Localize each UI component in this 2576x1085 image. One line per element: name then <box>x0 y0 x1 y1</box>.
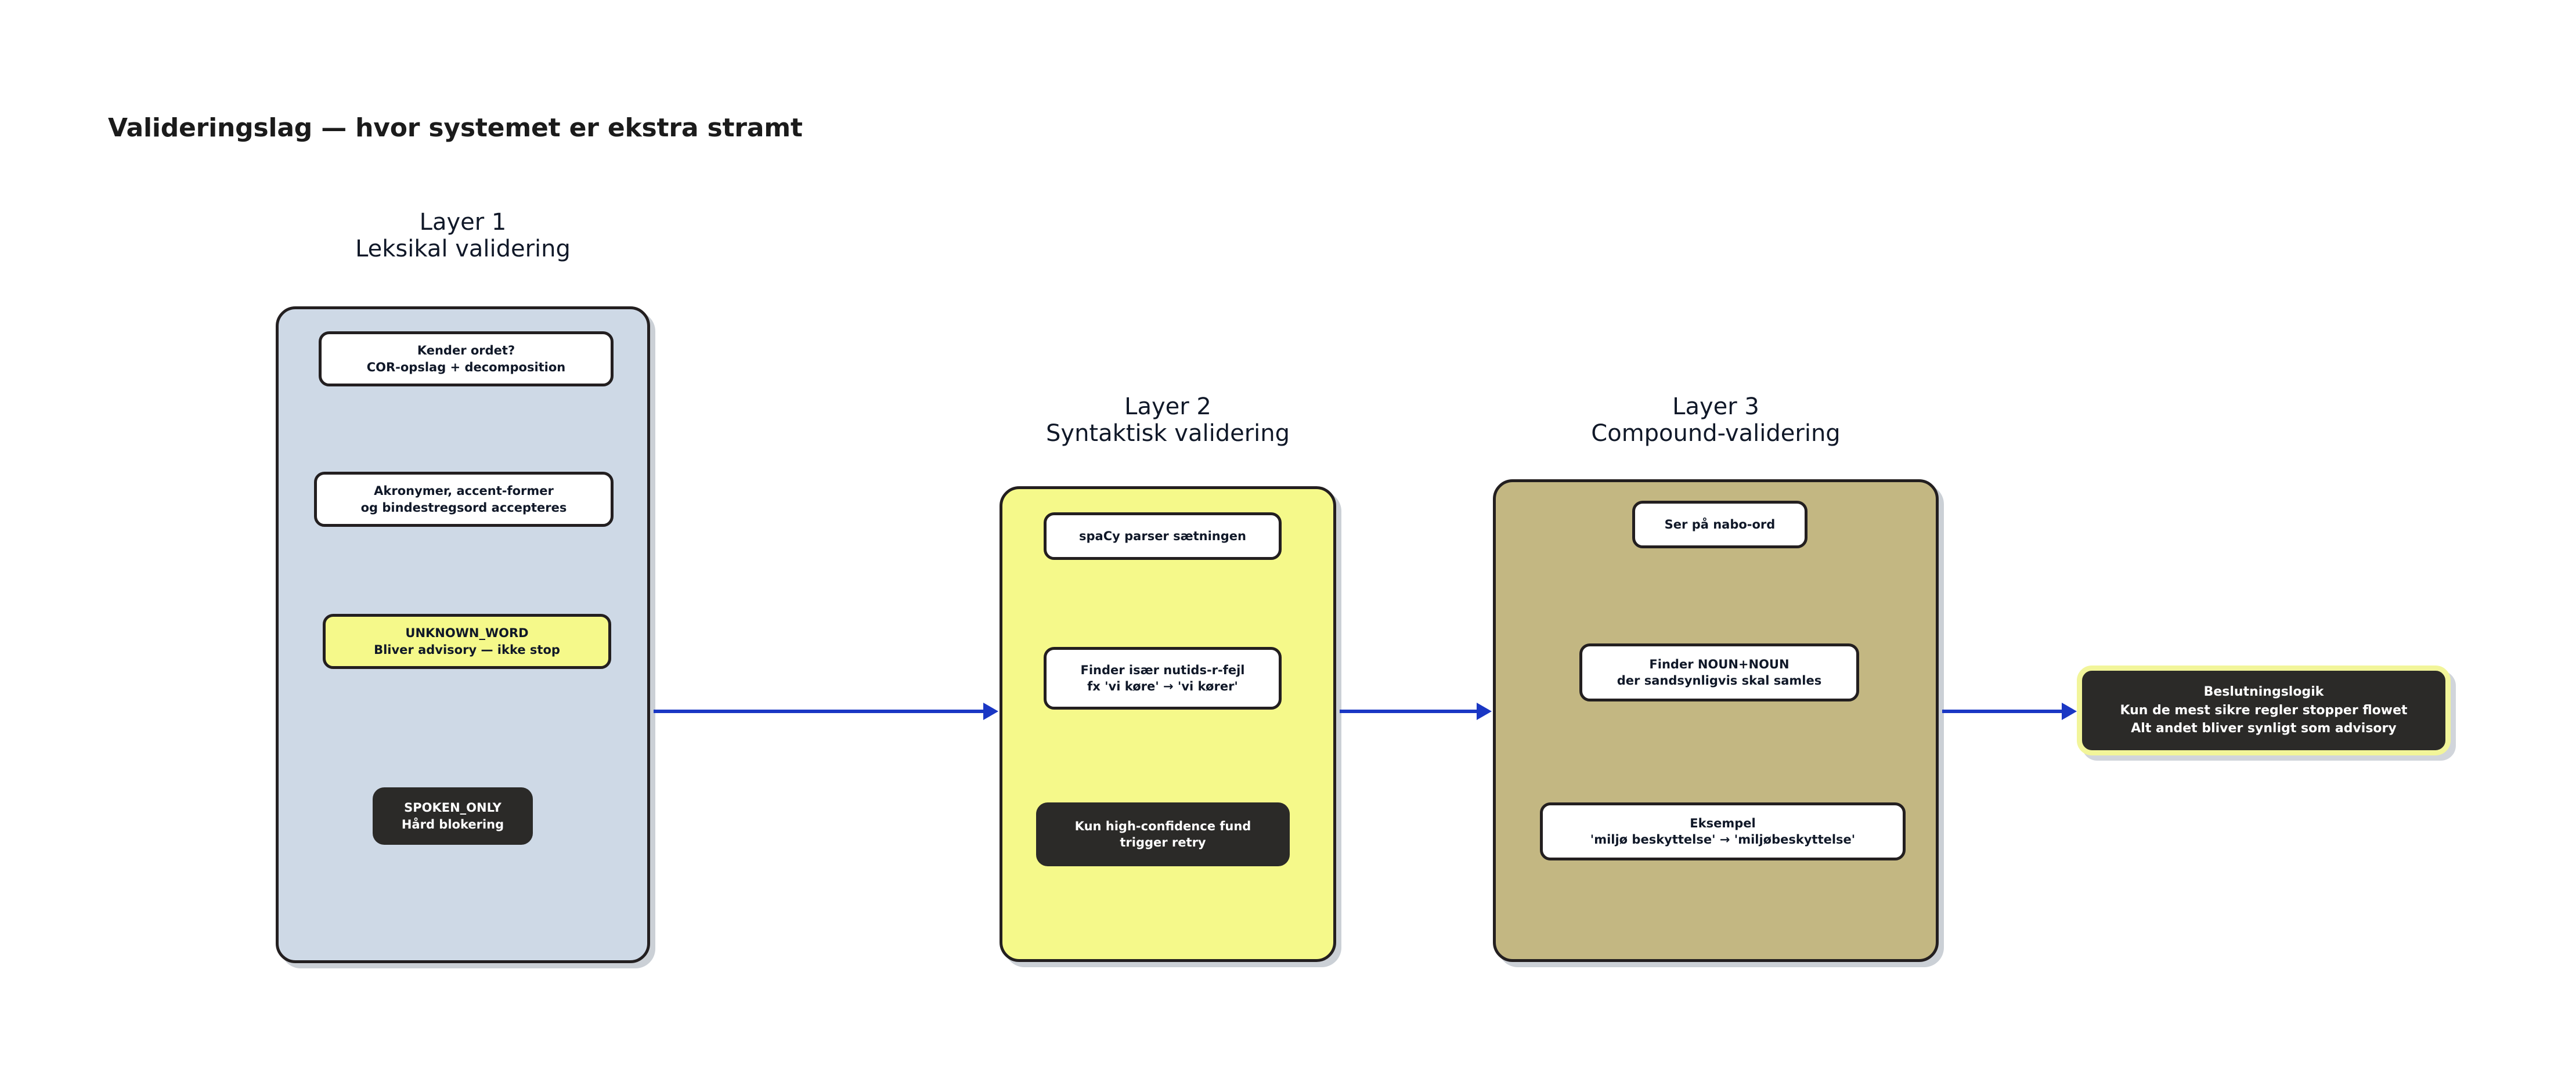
layer-2-heading: Layer 2 Syntaktisk validering <box>1046 393 1290 447</box>
layer-1-card-4-spoken-only: SPOKEN_ONLY Hård blokering <box>373 787 533 845</box>
page-title: Valideringslag — hvor systemet er ekstra… <box>108 113 803 143</box>
arrow-shaft <box>1340 710 1477 713</box>
layer-column-1: Layer 1 Leksikal validering Kender ordet… <box>276 209 650 963</box>
layer-2-card-1: spaCy parser sætningen <box>1044 512 1282 560</box>
arrow-head-icon <box>2062 703 2077 720</box>
layer-3-panel: Ser på nabo-ord Finder NOUN+NOUN der san… <box>1493 479 1939 962</box>
layer-2-panel: spaCy parser sætningen Finder især nutid… <box>1000 486 1336 962</box>
layer-1-card-2: Akronymer, accent-former og bindestregso… <box>314 472 614 527</box>
decision-logic-box: Beslutningslogik Kun de mest sikre regle… <box>2077 666 2451 755</box>
arrow-layer1-to-layer2 <box>654 703 998 720</box>
layer-column-3: Layer 3 Compound-validering Ser på nabo-… <box>1493 393 1939 968</box>
layer-1-card-3-unknown-word: UNKNOWN_WORD Bliver advisory — ikke stop <box>323 614 611 669</box>
layer-3-card-2: Finder NOUN+NOUN der sandsynligvis skal … <box>1579 643 1859 701</box>
layer-1-heading: Layer 1 Leksikal validering <box>355 209 571 263</box>
layer-3-heading: Layer 3 Compound-validering <box>1591 393 1841 447</box>
arrow-layer2-to-layer3 <box>1340 703 1492 720</box>
layer-3-card-1: Ser på nabo-ord <box>1632 501 1807 548</box>
layer-2-card-2: Finder især nutids-r-fejl fx 'vi køre' →… <box>1044 647 1282 710</box>
arrow-head-icon <box>1477 703 1492 720</box>
layer-3-card-3: Eksempel 'miljø beskyttelse' → 'miljøbes… <box>1540 802 1906 860</box>
arrow-head-icon <box>983 703 998 720</box>
layer-1-card-1: Kender ordet? COR-opslag + decomposition <box>319 331 614 386</box>
layer-column-2: Layer 2 Syntaktisk validering spaCy pars… <box>1000 393 1336 968</box>
arrow-shaft <box>654 710 983 713</box>
arrow-shaft <box>1942 710 2062 713</box>
arrow-layer3-to-decision <box>1942 703 2077 720</box>
layer-1-panel: Kender ordet? COR-opslag + decomposition… <box>276 306 650 963</box>
layer-2-card-3: Kun high-confidence fund trigger retry <box>1036 802 1290 866</box>
